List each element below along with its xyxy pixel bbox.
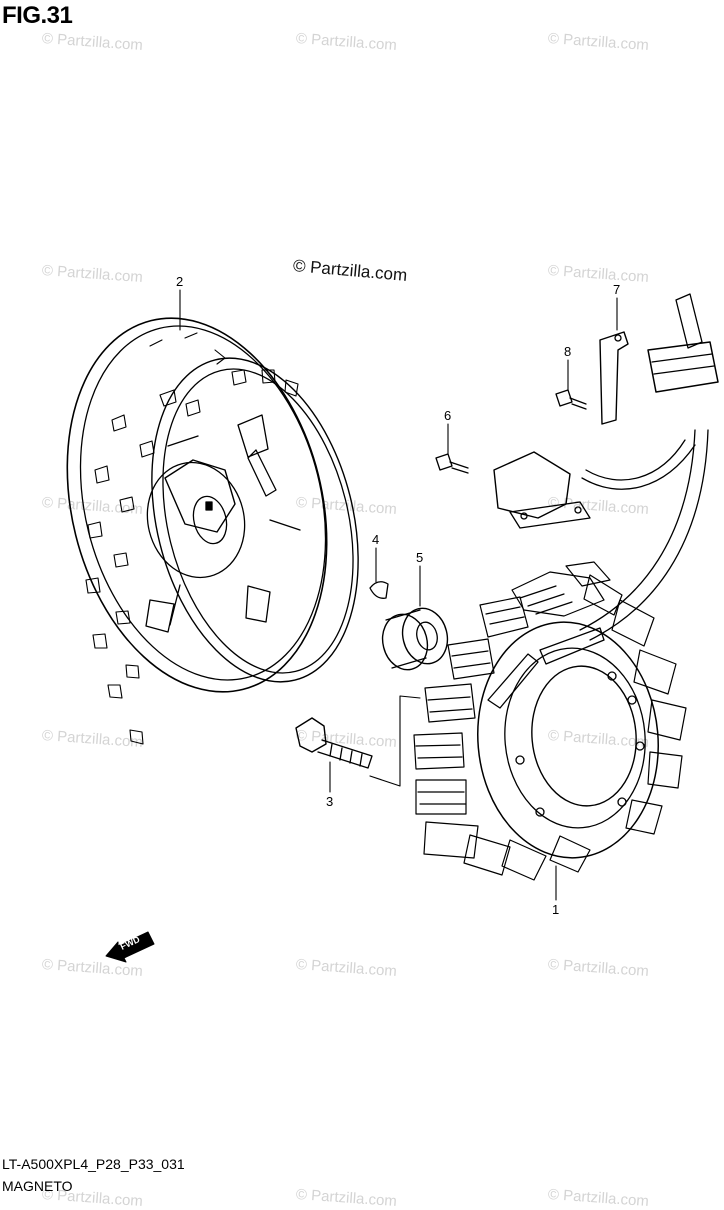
callout-6: 6 (444, 408, 451, 423)
callout-1: 1 (552, 902, 559, 917)
stator (413, 561, 687, 881)
screw-6 (435, 453, 469, 474)
pickup-coil (493, 451, 591, 529)
fwd-arrow-icon: FWD (105, 931, 155, 963)
bolt-3 (295, 717, 373, 769)
woodruff-key (369, 581, 389, 599)
callout-5: 5 (416, 550, 423, 565)
callout-8: 8 (564, 344, 571, 359)
figure-title: FIG.31 (2, 2, 73, 29)
wire-clamp-plate (599, 331, 629, 425)
callout-4: 4 (372, 532, 379, 547)
callout-2: 2 (176, 274, 183, 289)
leader-lines (179, 289, 618, 901)
callout-3: 3 (326, 794, 333, 809)
screw-8 (555, 389, 587, 410)
diagram-code: LT-A500XPL4_P28_P33_031 (2, 1156, 185, 1172)
diagram-name: MAGNETO (2, 1178, 73, 1194)
wire-harness (579, 293, 719, 641)
callout-7: 7 (613, 282, 620, 297)
flywheel-rotor (66, 317, 359, 745)
callout-labels: 1 2 3 4 5 6 7 8 (176, 274, 620, 917)
gear-bushing (381, 607, 449, 671)
